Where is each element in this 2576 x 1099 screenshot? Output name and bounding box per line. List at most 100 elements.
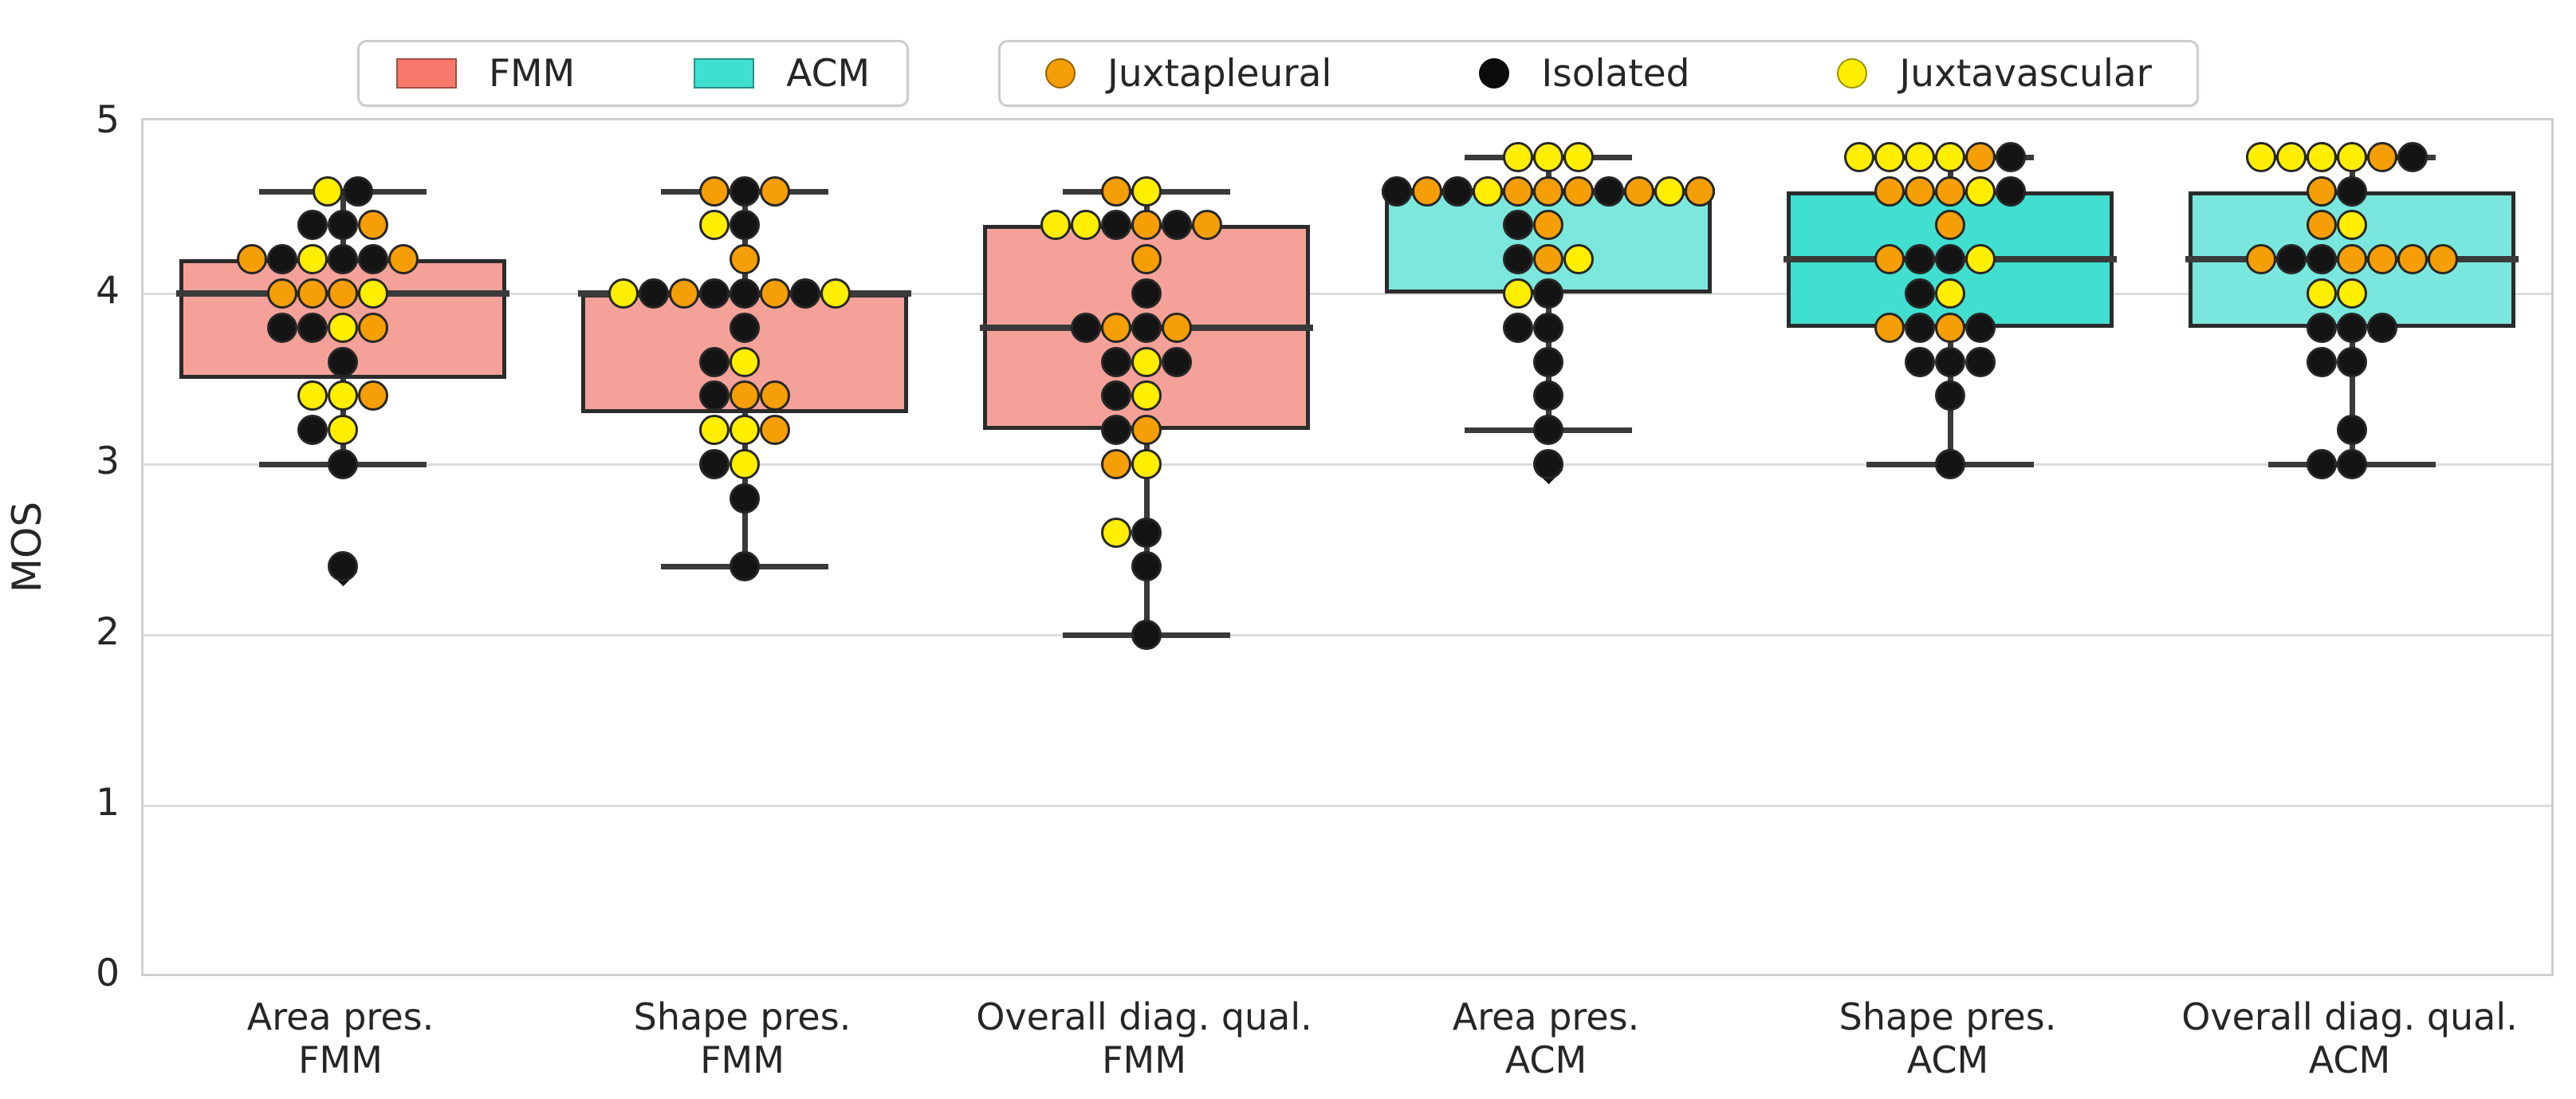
swarm-point-K	[1533, 449, 1563, 479]
swarm-point-O	[1874, 244, 1905, 274]
swarm-point-O	[358, 380, 388, 411]
swarm-point-Y	[1935, 142, 1965, 172]
swarm-point-K	[1935, 449, 1965, 479]
swarm-point-K	[2337, 176, 2367, 207]
swarm-point-Y	[730, 347, 760, 377]
swarm-point-O	[1503, 176, 1533, 207]
y-tick-label: 1	[96, 781, 120, 825]
swarm-point-Y	[1101, 518, 1131, 548]
swarm-point-Y	[328, 313, 358, 343]
swarm-point-K	[1935, 244, 1965, 274]
x-tick-label-line1: Area pres.	[1452, 995, 1640, 1038]
swarm-point-Y	[1503, 142, 1533, 172]
y-tick-label: 2	[96, 610, 120, 654]
swarm-point-O	[1101, 176, 1131, 207]
swarm-point-O	[2367, 142, 2397, 172]
legend-item-acm: ACM	[694, 52, 870, 96]
swarm-point-Y	[1563, 142, 1594, 172]
swarm-point-K	[328, 551, 358, 581]
legend-item-fmm: FMM	[396, 52, 575, 96]
swarm-point-K	[1965, 347, 1996, 377]
swarm-point-K	[1162, 210, 1192, 240]
swarm-point-Y	[1905, 142, 1935, 172]
swarm-point-K	[1071, 313, 1101, 343]
swarm-point-K	[2367, 313, 2397, 343]
swarm-point-O	[760, 415, 790, 445]
swarm-point-K	[1533, 347, 1563, 377]
swarm-point-O	[669, 278, 699, 309]
swarm-point-Y	[1965, 176, 1996, 207]
swarm-point-K	[1131, 518, 1162, 548]
swarm-point-O	[1101, 313, 1131, 343]
x-tick-label-line1: Overall diag. qual.	[976, 995, 1312, 1038]
swarm-point-K	[1533, 278, 1563, 309]
swarm-point-K	[1131, 551, 1162, 581]
x-tick-label-line2: FMM	[298, 1038, 383, 1081]
swarm-point-K	[297, 313, 328, 343]
swarm-point-O	[2246, 244, 2276, 274]
swarm-point-O	[1162, 313, 1192, 343]
swarm-point-Y	[1071, 210, 1101, 240]
gridline-4	[144, 293, 2551, 295]
swarm-point-K	[730, 313, 760, 343]
swarm-point-K	[328, 347, 358, 377]
y-tick-label: 4	[96, 269, 120, 313]
swarm-point-O	[1685, 176, 1715, 207]
swarm-point-Y	[1131, 380, 1162, 411]
gridline-2	[144, 634, 2551, 636]
swarm-point-K	[2337, 347, 2367, 377]
swarm-point-K	[343, 176, 373, 207]
swarm-point-K	[2397, 142, 2428, 172]
swarm-point-Y	[1935, 278, 1965, 309]
swarm-point-K	[2307, 244, 2337, 274]
y-tick-label: 5	[96, 98, 120, 142]
swarm-point-Y	[1131, 449, 1162, 479]
legend-label: FMM	[489, 51, 576, 96]
x-tick-label-line1: Shape pres.	[633, 995, 851, 1038]
swarm-point-O	[328, 278, 358, 309]
swarm-point-K	[297, 415, 328, 445]
swarm-point-Y	[1844, 142, 1874, 172]
swarm-point-O	[2307, 210, 2337, 240]
swarm-point-O	[1131, 210, 1162, 240]
swarm-point-K	[1503, 313, 1533, 343]
swarm-point-O	[760, 380, 790, 411]
swarm-point-Y	[2337, 210, 2367, 240]
swarm-point-K	[639, 278, 669, 309]
swarm-point-K	[2307, 313, 2337, 343]
swarm-point-K	[699, 449, 730, 479]
swarm-point-O	[1533, 176, 1563, 207]
swarm-point-O	[1192, 210, 1222, 240]
swarm-point-Y	[2246, 142, 2276, 172]
swarm-point-O	[297, 278, 328, 309]
swarm-point-Y	[297, 244, 328, 274]
swarm-point-K	[1533, 313, 1563, 343]
legend-label: Juxtapleural	[1107, 51, 1332, 96]
swarm-point-K	[1131, 278, 1162, 309]
swarm-point-K	[1935, 347, 1965, 377]
swarm-point-K	[297, 210, 328, 240]
swarm-point-K	[1101, 347, 1131, 377]
swarm-point-O	[1131, 415, 1162, 445]
swarm-point-K	[2307, 449, 2337, 479]
swarm-point-Y	[730, 415, 760, 445]
swarm-point-K	[328, 244, 358, 274]
legend-models: FMM ACM	[357, 40, 909, 107]
legend-swatch-acm	[694, 58, 755, 89]
swarm-point-K	[2337, 449, 2367, 479]
swarm-point-O	[1965, 142, 1996, 172]
x-tick-label-line1: Shape pres.	[1839, 995, 2057, 1038]
swarm-point-O	[1412, 176, 1442, 207]
swarm-point-K	[2307, 347, 2337, 377]
swarm-point-Y	[699, 210, 730, 240]
swarm-point-Y	[1965, 244, 1996, 274]
legend-label: Isolated	[1541, 51, 1690, 96]
swarm-point-Y	[2337, 278, 2367, 309]
swarm-point-K	[2276, 244, 2307, 274]
swarm-point-O	[1131, 244, 1162, 274]
swarm-point-Y	[1473, 176, 1503, 207]
x-tick-label-line2: FMM	[1102, 1038, 1186, 1081]
x-tick-label-line2: ACM	[1906, 1038, 1989, 1081]
y-tick-label: 0	[96, 951, 120, 995]
swarm-point-O	[760, 278, 790, 309]
